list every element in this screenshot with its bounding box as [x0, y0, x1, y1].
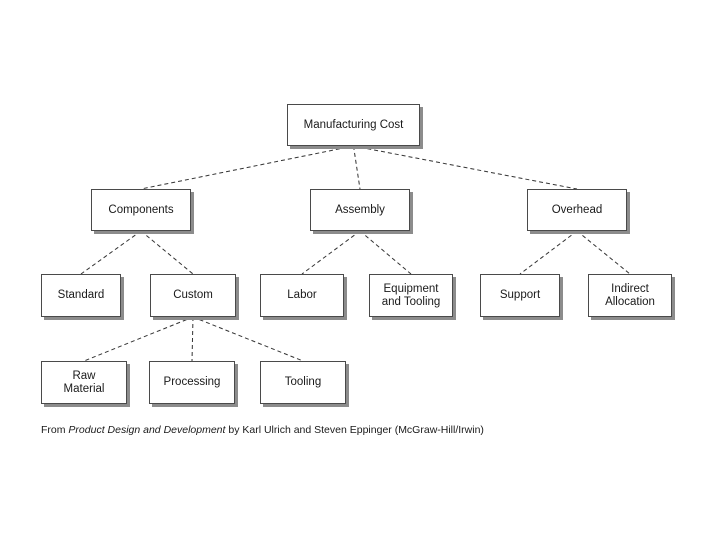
node-indirect-allocation: Indirect Allocation: [588, 274, 672, 317]
source-caption: From Product Design and Development by K…: [41, 424, 484, 437]
connector-custom-processing: [191, 316, 194, 362]
node-manufacturing-cost: Manufacturing Cost: [287, 104, 420, 146]
connector-root-assembly: [353, 145, 361, 190]
connector-assembly-equipment_tooling: [359, 230, 412, 275]
caption-prefix: From: [41, 424, 69, 436]
connector-components-standard: [80, 230, 142, 275]
connector-overhead-indirect_allocation: [576, 230, 631, 275]
caption-book-title: Product Design and Development: [68, 424, 226, 436]
connector-custom-raw_material: [83, 316, 194, 362]
connector-assembly-labor: [301, 230, 361, 275]
connector-custom-tooling: [192, 316, 304, 362]
node-assembly: Assembly: [310, 189, 410, 231]
node-support: Support: [480, 274, 560, 317]
node-equipment-and-tooling: Equipment and Tooling: [369, 274, 453, 317]
node-custom: Custom: [150, 274, 236, 317]
node-components: Components: [91, 189, 191, 231]
connector-overhead-support: [519, 230, 578, 275]
connector-root-overhead: [353, 145, 578, 190]
caption-suffix: by Karl Ulrich and Steven Eppinger (McGr…: [225, 424, 484, 436]
node-raw-material: Raw Material: [41, 361, 127, 404]
connector-root-components: [140, 145, 354, 190]
node-labor: Labor: [260, 274, 344, 317]
node-overhead: Overhead: [527, 189, 627, 231]
connector-components-custom: [140, 230, 194, 275]
node-standard: Standard: [41, 274, 121, 317]
node-tooling: Tooling: [260, 361, 346, 404]
node-processing: Processing: [149, 361, 235, 404]
